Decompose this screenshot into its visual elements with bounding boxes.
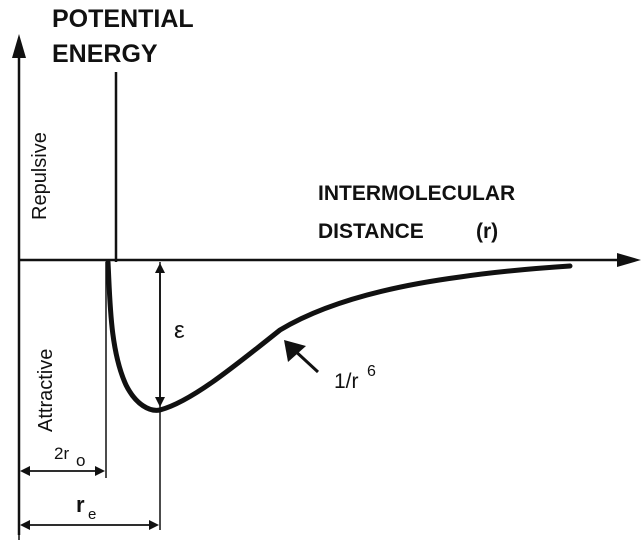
re-label-base: r — [76, 492, 85, 517]
region-attractive-label: Attractive — [35, 349, 57, 432]
x-axis-title-line1: INTERMOLECULAR — [318, 182, 515, 205]
x-axis-arrowhead — [617, 253, 641, 267]
two-r0-label-prefix: 2r — [54, 444, 69, 463]
tail-annotation-arrowhead — [284, 340, 306, 362]
two-r0-label-subscript: o — [76, 451, 85, 470]
potential-curve — [105, 259, 573, 413]
y-axis-arrowhead — [12, 34, 26, 58]
well-depth-symbol: ε — [174, 317, 185, 344]
tail-annotation-exponent: 6 — [367, 363, 376, 380]
tail-annotation-base: 1/r — [334, 370, 359, 393]
re-label-subscript: e — [88, 506, 96, 523]
y-axis-title-line1: POTENTIAL — [52, 5, 194, 33]
x-axis-title-line2: DISTANCE — [318, 220, 424, 243]
region-repulsive-label: Repulsive — [29, 132, 51, 220]
y-axis-title-line2: ENERGY — [52, 40, 158, 68]
x-axis-symbol: (r) — [476, 220, 498, 243]
